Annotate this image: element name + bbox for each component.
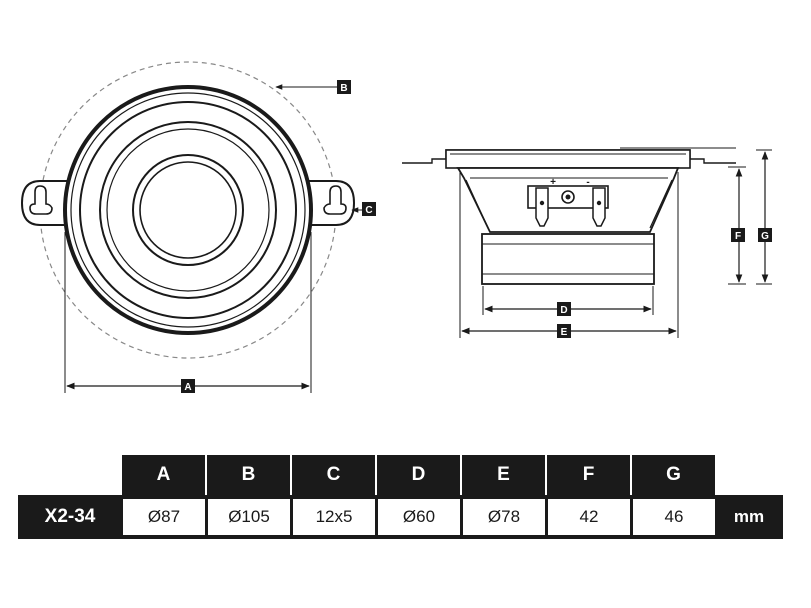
cone-outer-ring [99, 121, 277, 299]
front-view [20, 61, 356, 359]
dimension-e-badge [557, 324, 571, 338]
value-cell-c: 12x5 [293, 499, 375, 535]
dimension-b: B [275, 80, 351, 94]
value-cell-a: Ø87 [123, 499, 205, 535]
model-name-cell: X2-34 [44, 506, 96, 527]
dimension-g-label: G [761, 231, 769, 242]
dimension-c: C [351, 202, 376, 216]
negative-terminal [592, 187, 606, 227]
frame-inner-ring [70, 92, 306, 328]
dimension-g-badge [758, 228, 772, 242]
dimension-c-badge [362, 202, 376, 216]
dust-cap-outer [132, 154, 244, 266]
dimension-e: E [459, 172, 679, 338]
header-cell-f: F [547, 455, 630, 495]
header-cell-a: A [122, 455, 205, 495]
dimension-e-label: E [561, 327, 568, 338]
dimension-a: A [64, 232, 312, 393]
dimension-b-label: B [340, 83, 347, 94]
dimension-f-label: F [735, 231, 741, 242]
flange-body [445, 149, 691, 169]
frame-outer-ring [63, 85, 313, 335]
header-cell-e: E [462, 455, 545, 495]
dimension-f: F [728, 166, 746, 285]
dimension-a-badge [181, 379, 195, 393]
plus-polarity-label: + [550, 177, 556, 188]
dimension-g: G [756, 149, 772, 285]
dimension-a-label: A [184, 382, 191, 393]
header-cell-b: B [207, 455, 290, 495]
right-mounting-slot [323, 185, 347, 215]
value-cell-f: 42 [548, 499, 630, 535]
dimension-b-badge [337, 80, 351, 94]
value-cell-b: Ø105 [208, 499, 290, 535]
minus-polarity-label: - [586, 177, 589, 188]
value-cell-e: Ø78 [463, 499, 545, 535]
header-cell-g: G [632, 455, 715, 495]
magnet [481, 233, 655, 285]
value-cell-d: Ø60 [378, 499, 460, 535]
header-cell-c: C [292, 455, 375, 495]
cone-inner-ring [106, 128, 270, 292]
dimension-d-label: D [560, 305, 567, 316]
value-cell-g: 46 [633, 499, 715, 535]
dimension-d-badge [557, 302, 571, 316]
dimension-f-badge [731, 228, 745, 242]
spec-table: A B C D E F G X2-34 Ø87 Ø105 12x5 Ø60 Ø7… [18, 455, 783, 539]
header-cell-d: D [377, 455, 460, 495]
left-mounting-slot [29, 185, 53, 215]
surround-ring [79, 101, 297, 319]
speaker-dimension-drawing: A B C + - [20, 61, 772, 393]
terminal-block [527, 185, 609, 227]
side-view: + - [402, 147, 736, 285]
dimension-c-label: C [365, 205, 372, 216]
dust-cap-inner [139, 161, 237, 259]
unit-cell: mm [733, 507, 765, 526]
dimension-d: D [482, 286, 654, 316]
vent-hole [561, 190, 575, 204]
positive-terminal [535, 187, 549, 227]
